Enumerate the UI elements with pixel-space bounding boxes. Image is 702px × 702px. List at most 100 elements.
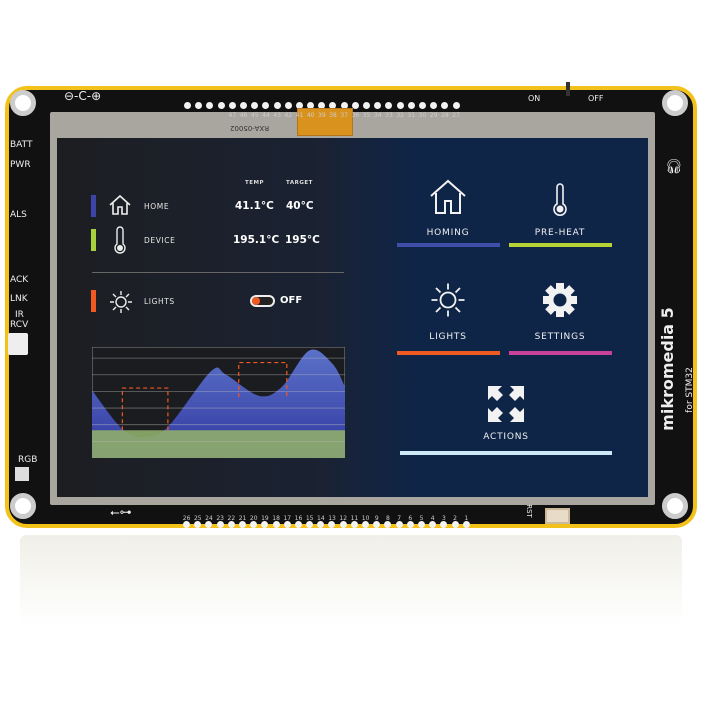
pin-number: 8	[386, 515, 390, 522]
pin-number: 31	[407, 112, 416, 119]
pin-number: 16	[294, 515, 303, 522]
header-pin	[441, 102, 449, 109]
header-pin	[318, 102, 326, 109]
tile-underline	[509, 351, 612, 355]
pin-number: 5	[419, 515, 424, 522]
tile-label: LIGHTS	[429, 332, 467, 342]
header-pin	[262, 102, 270, 109]
thermometer-icon	[114, 226, 126, 254]
toggle-state: OFF	[280, 295, 303, 306]
header-pin	[418, 102, 426, 109]
header-pin	[294, 521, 302, 528]
pin-number: 29	[429, 112, 438, 119]
header-pin	[340, 102, 348, 109]
row-label: HOME	[144, 202, 170, 211]
target-window	[121, 387, 169, 431]
header-pin	[206, 102, 214, 109]
pin-number: 14	[317, 515, 325, 522]
header-pin	[430, 102, 438, 109]
switch-on-label: ON	[528, 94, 541, 103]
pin-number: 12	[339, 515, 348, 522]
tile-lights[interactable]: LIGHTS	[388, 282, 508, 355]
pin-number: 30	[418, 112, 427, 119]
header-pin	[195, 102, 203, 109]
ack-label: ACK	[10, 275, 29, 285]
header-pin	[385, 102, 393, 109]
usb-icon: ⭠⊶	[110, 505, 132, 519]
target-window	[238, 361, 288, 397]
ir-receiver	[8, 333, 28, 355]
pin-number: 34	[373, 112, 382, 119]
panel-code: RXA-05002	[230, 124, 270, 132]
top-pin-header	[184, 94, 464, 113]
pin-number: 15	[305, 515, 314, 522]
pin-number: 28	[441, 112, 449, 119]
headphone-icon: 🎧︎	[665, 159, 683, 175]
color-indicator	[91, 290, 96, 312]
temp-header: TEMP	[245, 180, 265, 186]
header-pin	[462, 521, 470, 528]
gear-icon	[543, 283, 577, 317]
pin-number: 41	[295, 112, 304, 119]
lnk-label: LNK	[10, 294, 28, 304]
header-pin	[373, 521, 381, 528]
series-area-baseline	[92, 430, 345, 458]
pin-number: 3	[441, 515, 446, 522]
pin-number: 39	[318, 112, 326, 119]
board-subname: for STM32	[685, 367, 695, 413]
power-switch[interactable]	[566, 82, 570, 96]
pin-number: 43	[273, 112, 281, 119]
tile-underline	[509, 243, 612, 247]
pin-number: 38	[329, 112, 337, 119]
reset-button[interactable]	[545, 508, 570, 524]
header-pin	[283, 521, 291, 528]
header-pin	[363, 102, 370, 109]
pin-number: 40	[306, 112, 315, 119]
header-pin	[261, 521, 269, 528]
header-pin	[362, 521, 369, 528]
header-pin	[217, 102, 225, 109]
tile-actions[interactable]: ACTIONS	[397, 384, 615, 459]
tile-settings[interactable]: SETTINGS	[500, 282, 620, 355]
pin-number: 17	[283, 515, 292, 522]
pin-number: 42	[284, 112, 293, 119]
pin-number: 24	[205, 515, 213, 522]
target-header: TARGET	[286, 180, 313, 186]
divider	[92, 272, 344, 273]
pin-number: 36	[351, 112, 360, 119]
mount-hole	[662, 493, 688, 519]
header-pin	[273, 102, 281, 109]
flex-cable	[297, 108, 353, 136]
header-pin	[239, 102, 247, 109]
bottom-pin-header	[183, 513, 474, 532]
temp-value: 41.1°C	[235, 200, 274, 212]
header-pin	[328, 521, 336, 528]
tile-homing[interactable]: HOMING	[388, 178, 508, 250]
header-pin	[238, 521, 246, 528]
tile-pre-heat[interactable]: PRE-HEAT	[500, 178, 620, 250]
header-pin	[228, 102, 236, 109]
header-pin	[396, 102, 404, 109]
ir-label: IR	[15, 310, 24, 320]
batt-label: BATT	[10, 140, 33, 150]
pwr-label: PWR	[10, 160, 31, 170]
tile-underline	[397, 351, 500, 355]
pin-number: 27	[452, 112, 460, 119]
expand-arrows-icon	[488, 386, 524, 422]
header-pin	[227, 521, 235, 528]
pin-number: 20	[249, 515, 258, 522]
header-pin	[417, 521, 425, 528]
pin-number: 45	[250, 112, 259, 119]
header-pin	[384, 521, 392, 528]
pin-number: 25	[193, 515, 202, 522]
pin-number: 1	[464, 515, 469, 522]
pin-number: 10	[361, 515, 370, 522]
row-label: DEVICE	[144, 236, 176, 245]
pin-number: 47	[228, 112, 237, 119]
tile-label: SETTINGS	[534, 332, 586, 342]
switch-off-label: OFF	[588, 94, 604, 103]
sun-icon	[110, 291, 132, 313]
temp-value: 195.1°C	[233, 234, 280, 246]
lights-toggle[interactable]	[250, 295, 275, 307]
